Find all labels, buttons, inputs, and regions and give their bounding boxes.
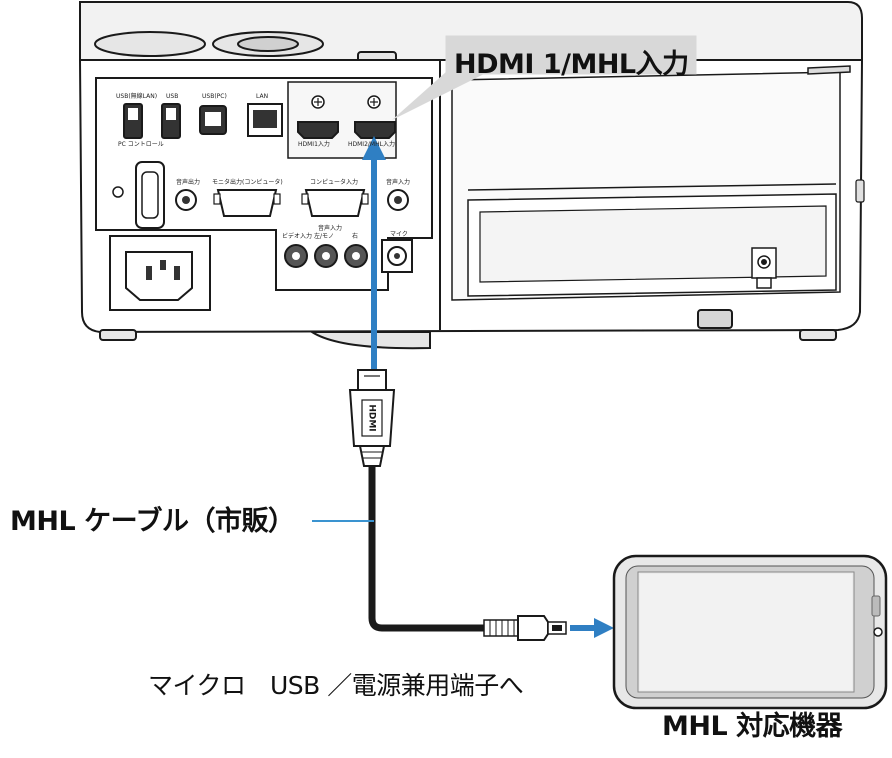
connection-arrow-right (570, 618, 614, 638)
mhl-device (612, 554, 888, 710)
panel-label-lan: LAN (256, 93, 269, 100)
panel-label-hdmi1: HDMI1入力 (298, 141, 330, 148)
panel-label-video-in: ビデオ入力 (282, 233, 313, 240)
hdmi-input-label: HDMI 1/MHL入力 (454, 49, 689, 80)
mhl-cable (348, 369, 567, 641)
panel-label-monitor-out: モニタ出力(コンピュータ) (212, 179, 283, 186)
panel-label-usb-pc: USB(PC) (202, 93, 227, 100)
projector (78, 1, 865, 350)
panel-label-computer-in: コンピュータ入力 (310, 179, 359, 186)
panel-label-pc-control: PC コントロール (118, 141, 164, 148)
panel-label-lr-mono: 左/モノ (314, 233, 335, 240)
panel-label-usb: USB (166, 93, 179, 100)
panel-label-hdmi-mhl: HDMI2/MHL入力 (348, 141, 395, 148)
device-label: MHL 対応機器 (662, 711, 843, 742)
cable-label: MHL ケーブル（市販） (10, 506, 295, 537)
panel-label-audio-in: 音声入力 (386, 179, 411, 186)
panel-label-audio-in2: 音声入力 (318, 225, 343, 232)
hdmi-callout (392, 35, 697, 120)
panel-label-right: 右 (352, 233, 359, 240)
panel-label-usb-wireless: USB(無線LAN) (116, 93, 158, 100)
connection-arrow-up (362, 136, 386, 370)
panel-label-audio-out: 音声出力 (176, 179, 201, 186)
panel-label-mic: マイク (390, 231, 408, 238)
cable-plug-text: HDMI (367, 404, 377, 431)
usb-port-label: マイクロ USB ／電源兼用端子へ (148, 671, 524, 700)
